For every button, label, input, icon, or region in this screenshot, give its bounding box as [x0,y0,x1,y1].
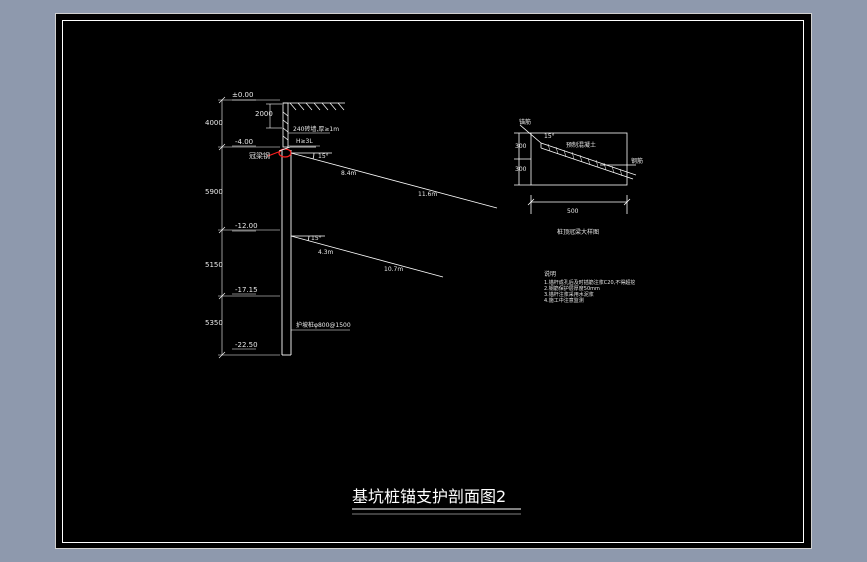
detail-label-right: 钢筋 [631,157,643,165]
elevation-0: ±0.00 [232,91,253,99]
anchor-2-total-length: 10.7m [384,266,403,273]
wall-note-leader [288,132,330,147]
retaining-pile [281,150,292,356]
elevation-3: -17.15 [235,286,258,294]
anchor-1-total-length: 11.6m [418,191,437,198]
pile-label: 护坡桩φ800@1500 [296,321,351,329]
elevation-1: -4.00 [235,138,253,146]
top-dimension [266,103,282,129]
wall-note-2: H≥3L [296,138,313,145]
wall-note-1: 240砖墙,厚≥1m [293,125,339,133]
crown-beam-label: 冠梁钢 [249,151,270,160]
detail-angle: 15° [544,133,555,140]
note-4: 4.施工中注意监测 [544,297,584,304]
elevation-2: -12.00 [235,222,258,230]
depth-dim-1: 4000 [205,119,223,127]
inner-frame [62,20,804,543]
ground-surface [283,102,345,111]
detail-dim-1: 300 [515,143,527,150]
anchor-1 [290,152,498,209]
elevation-4: -22.50 [235,341,258,349]
note-3: 3.锚杆注浆采用水泥浆 [544,291,594,298]
anchor-2 [290,235,444,278]
outer-frame [55,13,812,549]
notes-title: 说明 [544,270,556,278]
note-1: 1.锚杆成孔后及时插筋注浆C20,不得超挖 [544,279,635,286]
depth-dim-3: 5150 [205,261,223,269]
detail-label-mid: 预制混凝土 [566,141,596,149]
detail-bottom-dim: 500 [567,208,579,215]
anchor-1-angle: 15° [318,153,329,160]
elevation-dimension-chain [218,96,280,359]
crown-beam-highlight [267,146,316,158]
title-underline [352,508,521,515]
depth-dim-4: 5350 [205,319,223,327]
anchor-2-angle: 15° [311,235,322,242]
detail-label-top: 锚筋 [519,118,531,126]
depth-dim-2: 5900 [205,188,223,196]
note-2: 2.钢筋保护层厚度50mm [544,285,600,292]
top-dim-label: 2000 [255,110,273,118]
drawing-sheet [55,13,812,549]
anchor-1-free-length: 8.4m [341,170,357,177]
detail-dim-2: 300 [515,166,527,173]
detail-caption: 桩顶冠梁大样图 [557,228,599,236]
anchor-2-free-length: 4.3m [318,249,334,256]
brick-wall [282,102,289,148]
drawing-title: 基坑桩锚支护剖面图2 [352,487,506,506]
detail-rebar-hatch [547,143,623,177]
